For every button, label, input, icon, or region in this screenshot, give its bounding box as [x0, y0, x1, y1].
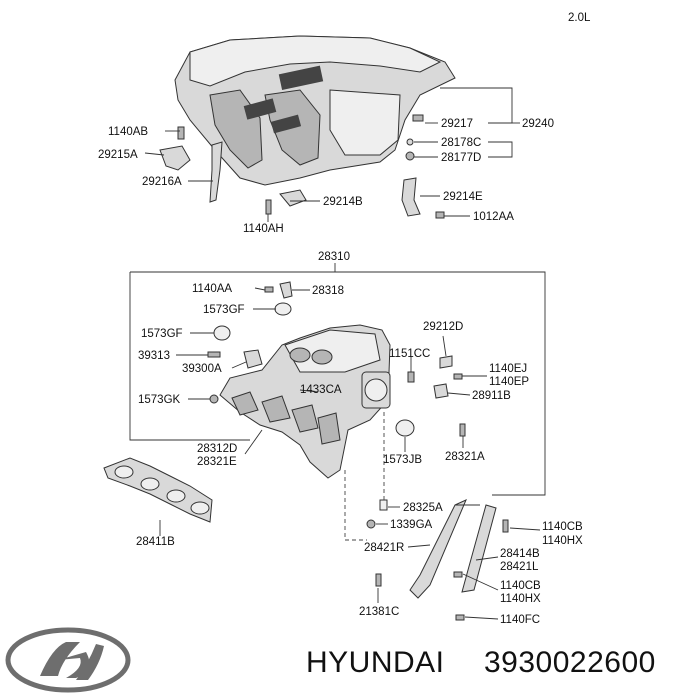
- callout-28414B: 28414B: [500, 548, 540, 560]
- callout-28312D: 28312D: [197, 443, 237, 455]
- cover-leaders: [144, 87, 520, 222]
- callout-1140HX-a: 1140HX: [542, 535, 583, 547]
- callout-21381C: 21381C: [359, 606, 399, 618]
- callout-29214E: 29214E: [443, 191, 483, 203]
- part-number: 3930022600: [484, 646, 656, 679]
- manifold-frame: [129, 263, 546, 496]
- callout-1433CA: 1433CA: [300, 384, 342, 396]
- brand-name: HYUNDAI: [306, 646, 445, 679]
- callout-1140CB-b: 1140CB: [500, 580, 541, 592]
- callout-1140AH: 1140AH: [243, 223, 284, 235]
- manifold-stays: [375, 499, 541, 621]
- callout-1573JB: 1573JB: [383, 454, 422, 466]
- callout-29216A: 29216A: [142, 176, 182, 188]
- callout-39300A: 39300A: [182, 363, 222, 375]
- engine-cover: [174, 35, 456, 186]
- callout-29215A: 29215A: [98, 149, 138, 161]
- callout-28321A: 28321A: [445, 451, 485, 463]
- callout-1339GA: 1339GA: [390, 519, 433, 531]
- callout-1140HX-b: 1140HX: [500, 593, 541, 605]
- callout-labels: 29240 1140AB 29217 28178C 29215A 28177D …: [98, 118, 583, 626]
- cover-brackets: [159, 114, 445, 219]
- callout-39313: 39313: [138, 350, 170, 362]
- callout-1573GF-top: 1573GF: [203, 304, 245, 316]
- callout-1140EJ: 1140EJ: [489, 363, 527, 375]
- callout-28911B: 28911B: [472, 390, 511, 402]
- callout-1140CB-a: 1140CB: [542, 521, 583, 533]
- callout-29240: 29240: [522, 118, 554, 130]
- callout-1151CC: 1151CC: [389, 348, 430, 360]
- callout-29212D: 29212D: [423, 321, 463, 333]
- intake-gasket: [103, 457, 213, 536]
- callout-1140EP: 1140EP: [489, 376, 529, 388]
- callout-28318: 28318: [312, 285, 344, 297]
- callout-28325A: 28325A: [403, 502, 443, 514]
- callout-1140AA: 1140AA: [192, 283, 232, 295]
- intake-manifold: [219, 324, 391, 479]
- hyundai-logo: [5, 627, 131, 693]
- engine-label: 2.0L: [568, 12, 591, 24]
- callout-29217: 29217: [441, 118, 473, 130]
- manifold-parts: [207, 281, 466, 529]
- callout-1573GF-mid: 1573GF: [141, 328, 183, 340]
- callout-28321E: 28321E: [197, 456, 237, 468]
- callout-28421R: 28421R: [364, 542, 404, 554]
- callout-29214B: 29214B: [323, 196, 363, 208]
- callout-1140FC: 1140FC: [500, 614, 540, 626]
- callout-28310: 28310: [318, 251, 350, 263]
- callout-28421L: 28421L: [500, 561, 539, 573]
- manifold-leaders: [176, 287, 487, 541]
- callout-28178C: 28178C: [441, 137, 481, 149]
- callout-1012AA: 1012AA: [473, 211, 514, 223]
- callout-28411B: 28411B: [136, 536, 175, 548]
- callout-1573GK: 1573GK: [138, 394, 181, 406]
- callout-28177D: 28177D: [441, 152, 481, 164]
- callout-1140AB: 1140AB: [108, 126, 148, 138]
